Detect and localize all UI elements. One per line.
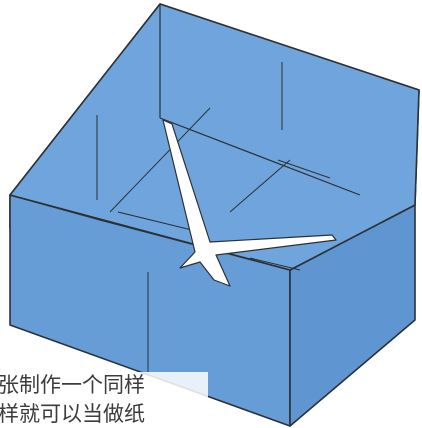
caption-line-2: 样就可以当做纸 — [0, 401, 208, 427]
crease-floor-right — [249, 257, 301, 271]
crease-back-upper — [277, 159, 331, 179]
crease-diag-right — [229, 159, 291, 213]
crease-diag-left — [109, 107, 211, 213]
crease-floor-left — [117, 211, 201, 233]
x-cut-opening — [162, 119, 337, 287]
caption-line-1: 张制作一个同样 — [0, 372, 208, 398]
inner-back-right-edge — [159, 117, 361, 196]
inner-back-left-edge — [9, 194, 101, 221]
